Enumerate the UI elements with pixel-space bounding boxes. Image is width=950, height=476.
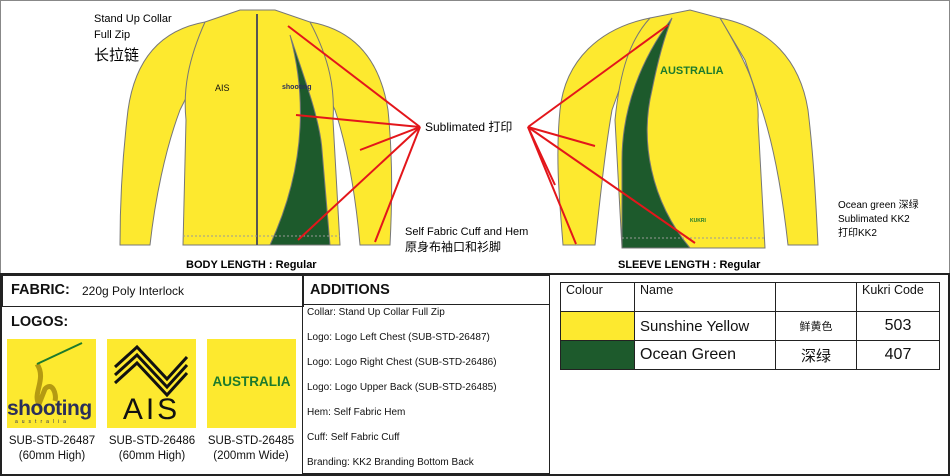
back-note-1: Ocean green 深绿 bbox=[838, 198, 919, 211]
addition-item: Hem: Self Fabric Hem bbox=[307, 407, 406, 418]
bottom-section bbox=[0, 273, 950, 476]
back-left-sleeve bbox=[557, 17, 651, 246]
back-green-panel bbox=[621, 17, 692, 249]
front-jacket bbox=[119, 9, 393, 246]
back-note-2: Sublimated KK2 bbox=[838, 214, 910, 225]
header-colour: Colour bbox=[560, 282, 635, 312]
logo-shooting-australia: shooting australia bbox=[7, 339, 96, 428]
colour-name: Ocean Green bbox=[634, 340, 776, 370]
logo-caption-3: SUB-STD-26485(200mm Wide) bbox=[207, 435, 295, 462]
front-left-sleeve bbox=[119, 21, 206, 246]
sleeve-length: SLEEVE LENGTH : Regular bbox=[618, 259, 761, 271]
colour-name-cn: 深绿 bbox=[775, 340, 857, 370]
front-shooting-logo: shooting bbox=[282, 84, 312, 91]
fabric-box bbox=[2, 275, 304, 307]
additions-list: Collar: Stand Up Collar Full Zip Logo: L… bbox=[303, 300, 548, 475]
body-length: BODY LENGTH : Regular bbox=[186, 259, 317, 271]
logo-ais: AIS bbox=[107, 339, 196, 428]
ais-ribbon-icon bbox=[113, 344, 189, 398]
addition-item: Logo: Logo Upper Back (SUB-STD-26485) bbox=[307, 382, 497, 393]
addition-item: Logo: Logo Left Chest (SUB-STD-26487) bbox=[307, 332, 490, 343]
australia-logo-text: AUSTRALIA bbox=[212, 374, 291, 389]
colour-row: Ocean Green 深绿 407 bbox=[560, 340, 940, 370]
colour-name-cn: 鲜黄色 bbox=[775, 311, 857, 341]
ais-logo-text: AIS bbox=[122, 393, 181, 426]
logo-caption-1: SUB-STD-26487(60mm High) bbox=[8, 435, 96, 462]
addition-item: Branding: KK2 Branding Bottom Back bbox=[307, 457, 474, 468]
colour-swatch-green bbox=[560, 340, 635, 370]
front-green-panel bbox=[269, 34, 331, 246]
sublimated-note: Sublimated 打印 bbox=[425, 120, 512, 134]
colour-code: 503 bbox=[856, 311, 940, 341]
logo-caption-2: SUB-STD-26486(60mm High) bbox=[108, 435, 196, 462]
fabric-label: FABRIC: bbox=[11, 282, 70, 298]
addition-item: Logo: Logo Right Chest (SUB-STD-26486) bbox=[307, 357, 497, 368]
logo-australia: AUSTRALIA bbox=[207, 339, 296, 428]
kukri-branding: KUKRI bbox=[690, 218, 706, 224]
zip-note-cn: 长拉链 bbox=[94, 47, 139, 64]
garment-drawing: AIS shooting AUSTRALIA KUKRI Stand Up Co… bbox=[94, 9, 919, 271]
header-kukri-code: Kukri Code bbox=[856, 282, 940, 312]
colour-code: 407 bbox=[856, 340, 940, 370]
colour-row: Sunshine Yellow 鲜黄色 503 bbox=[560, 311, 940, 341]
pointer-lines bbox=[287, 24, 696, 245]
front-ais-logo: AIS bbox=[215, 83, 230, 93]
shooting-logo-subtext: australia bbox=[15, 419, 70, 425]
cuff-note: Self Fabric Cuff and Hem bbox=[405, 226, 528, 238]
fabric-value: 220g Poly Interlock bbox=[82, 284, 185, 298]
back-note-3: 打印KK2 bbox=[838, 226, 877, 239]
header-cn bbox=[775, 282, 857, 312]
back-jacket bbox=[557, 9, 819, 249]
zip-note: Full Zip bbox=[94, 29, 130, 41]
colour-name: Sunshine Yellow bbox=[634, 311, 776, 341]
colour-swatch-yellow bbox=[560, 311, 635, 341]
shooter-figure-icon bbox=[34, 342, 83, 410]
additions-label: ADDITIONS bbox=[310, 282, 390, 298]
addition-item: Cuff: Self Fabric Cuff bbox=[307, 432, 400, 443]
shooting-logo-text: shooting bbox=[7, 397, 92, 420]
colour-table: Colour Name Kukri Code Sunshine Yellow 鲜… bbox=[560, 282, 940, 370]
addition-item: Collar: Stand Up Collar Full Zip bbox=[307, 307, 445, 318]
colour-table-header: Colour Name Kukri Code bbox=[560, 282, 940, 312]
additions-header-box bbox=[302, 275, 550, 305]
cuff-note-cn: 原身布袖口和衫脚 bbox=[405, 239, 501, 254]
header-name: Name bbox=[634, 282, 776, 312]
back-right-sleeve bbox=[718, 17, 819, 246]
back-australia-text: AUSTRALIA bbox=[660, 65, 724, 77]
logos-label: LOGOS: bbox=[11, 314, 69, 330]
collar-note: Stand Up Collar bbox=[94, 13, 172, 25]
